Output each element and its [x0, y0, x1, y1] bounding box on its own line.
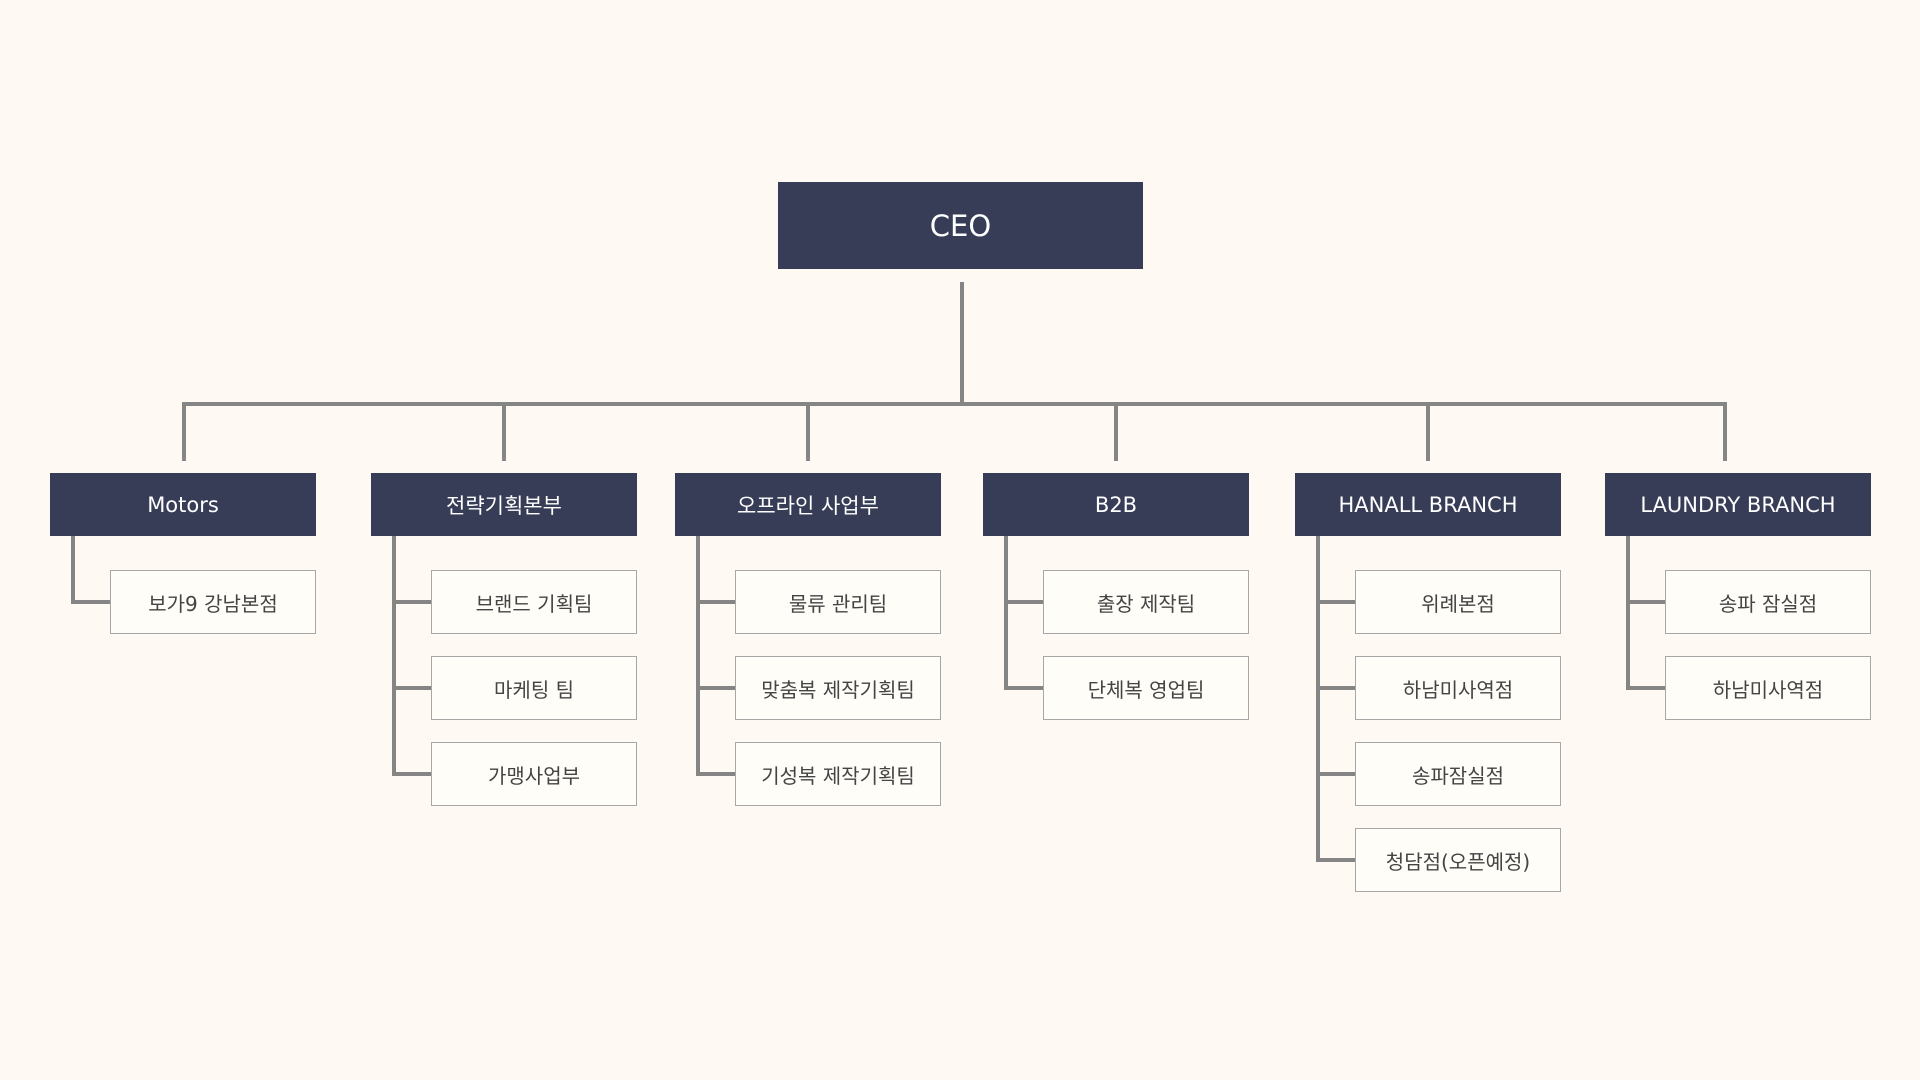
- team-box: 기성복 제작기획팀: [735, 742, 941, 806]
- team-box: 물류 관리팀: [735, 570, 941, 634]
- department-bus-line: [182, 402, 1727, 406]
- department-box: LAUNDRY BRANCH: [1605, 473, 1871, 536]
- team-branch-line: [1316, 600, 1355, 604]
- team-label: 물류 관리팀: [788, 591, 888, 616]
- team-box: 송파잠실점: [1355, 742, 1561, 806]
- team-box: 하남미사역점: [1665, 656, 1871, 720]
- team-label: 위례본점: [1421, 591, 1495, 616]
- department-box: 오프라인 사업부: [675, 473, 941, 536]
- team-branch-line: [696, 686, 735, 690]
- team-box: 위례본점: [1355, 570, 1561, 634]
- department-drop-line: [502, 404, 506, 461]
- team-branch-line: [71, 600, 110, 604]
- team-label: 청담점(오픈예정): [1385, 849, 1531, 874]
- team-label: 단체복 영업팀: [1087, 677, 1205, 702]
- team-spine-line: [1004, 536, 1008, 690]
- team-branch-line: [1316, 772, 1355, 776]
- team-label: 가맹사업부: [488, 763, 580, 788]
- team-label: 보가9 강남본점: [148, 591, 278, 616]
- department-box: Motors: [50, 473, 316, 536]
- team-box: 맞춤복 제작기획팀: [735, 656, 941, 720]
- team-spine-line: [696, 536, 700, 776]
- team-branch-line: [392, 686, 431, 690]
- team-label: 기성복 제작기획팀: [761, 763, 915, 788]
- team-branch-line: [1316, 686, 1355, 690]
- team-spine-line: [71, 536, 75, 604]
- team-branch-line: [1626, 686, 1665, 690]
- team-box: 보가9 강남본점: [110, 570, 316, 634]
- team-label: 브랜드 기획팀: [475, 591, 593, 616]
- department-label: HANALL BRANCH: [1338, 492, 1518, 517]
- department-drop-line: [1723, 404, 1727, 461]
- team-box: 브랜드 기획팀: [431, 570, 637, 634]
- department-box: HANALL BRANCH: [1295, 473, 1561, 536]
- team-spine-line: [1316, 536, 1320, 862]
- team-box: 하남미사역점: [1355, 656, 1561, 720]
- team-label: 맞춤복 제작기획팀: [761, 677, 915, 702]
- team-spine-line: [392, 536, 396, 776]
- department-drop-line: [1426, 404, 1430, 461]
- team-branch-line: [392, 772, 431, 776]
- department-drop-line: [182, 404, 186, 461]
- department-label: LAUNDRY BRANCH: [1640, 492, 1836, 517]
- department-label: B2B: [1094, 492, 1138, 517]
- team-label: 송파잠실점: [1412, 763, 1504, 788]
- team-box: 출장 제작팀: [1043, 570, 1249, 634]
- team-branch-line: [392, 600, 431, 604]
- department-label: 오프라인 사업부: [737, 493, 879, 518]
- team-box: 청담점(오픈예정): [1355, 828, 1561, 892]
- department-drop-line: [1114, 404, 1118, 461]
- team-label: 마케팅 팀: [494, 677, 574, 702]
- team-branch-line: [1004, 600, 1043, 604]
- team-label: 하남미사역점: [1712, 677, 1824, 702]
- department-label: Motors: [147, 492, 219, 517]
- team-label: 하남미사역점: [1402, 677, 1514, 702]
- department-box: B2B: [983, 473, 1249, 536]
- team-box: 단체복 영업팀: [1043, 656, 1249, 720]
- team-label: 송파 잠실점: [1718, 591, 1818, 616]
- team-branch-line: [1316, 858, 1355, 862]
- team-box: 가맹사업부: [431, 742, 637, 806]
- department-drop-line: [806, 404, 810, 461]
- department-box: 전략기획본부: [371, 473, 637, 536]
- team-label: 출장 제작팀: [1096, 591, 1196, 616]
- department-label: 전략기획본부: [446, 493, 562, 518]
- team-branch-line: [696, 600, 735, 604]
- team-branch-line: [1004, 686, 1043, 690]
- team-box: 송파 잠실점: [1665, 570, 1871, 634]
- ceo-box: CEO: [778, 182, 1143, 269]
- team-box: 마케팅 팀: [431, 656, 637, 720]
- ceo-connector-line: [960, 282, 964, 402]
- team-branch-line: [696, 772, 735, 776]
- team-spine-line: [1626, 536, 1630, 690]
- ceo-label: CEO: [929, 208, 992, 243]
- team-branch-line: [1626, 600, 1665, 604]
